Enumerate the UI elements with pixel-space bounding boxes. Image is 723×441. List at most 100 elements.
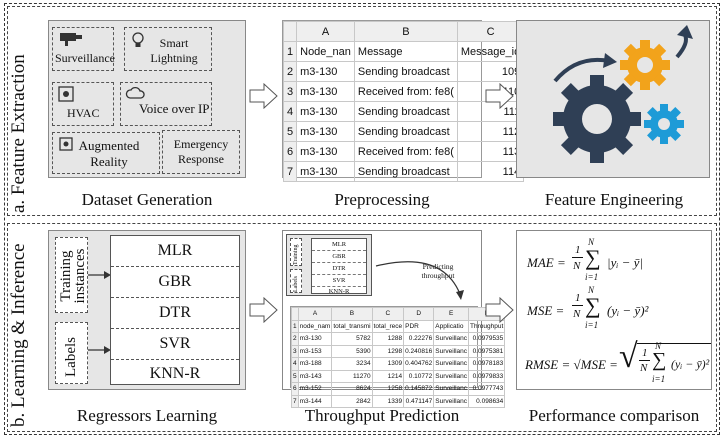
table-cell: 1309 (371, 357, 405, 371)
sum-bottom: i=1 (585, 272, 599, 282)
mse-lhs: MSE = (527, 303, 565, 318)
table-cell: PDR (403, 319, 435, 333)
row-number-cell: 3 (282, 81, 298, 102)
mini-model-diagram: Training Labels MLR GBR DTR SVR KNN-R (286, 234, 372, 296)
table-cell: Sending broadcast (353, 101, 458, 122)
regressor-gbr: GBR (111, 267, 239, 298)
table-cell: Sending broadcast (353, 61, 458, 82)
table-cell: 114 (456, 161, 525, 182)
mse-term: (yᵢ − ȳ)² (607, 303, 649, 318)
sum-symbol: ∑ (585, 245, 601, 270)
table-cell: m3-130 (297, 332, 333, 346)
sum-top: N (588, 237, 595, 247)
table-cell: 0.22276 (403, 332, 435, 346)
table-cell: Applicatio (433, 319, 470, 333)
section-a-label: a. Feature Extraction (8, 54, 29, 213)
flow-arrow-2 (485, 83, 515, 109)
row-number-cell: 5 (282, 121, 298, 142)
bulb-icon (132, 32, 144, 47)
frac-den: N (573, 260, 581, 272)
table-cell: 112 (456, 121, 525, 142)
table-cell: 0.0977743 (468, 382, 506, 396)
table-cell: Message (353, 41, 458, 62)
outer-frame (4, 3, 720, 435)
mae-lhs: MAE = (527, 255, 566, 270)
augmented-reality-box: Augmented Reality (52, 132, 160, 174)
table-cell: 0.145872 (403, 382, 435, 396)
smart-lightning-label: Smart Lightning (150, 36, 198, 65)
table-cell: node_nam (297, 319, 333, 333)
frac-num: 1 (575, 292, 581, 304)
table-cell: 11270 (331, 369, 373, 383)
row-number-cell: 4 (291, 357, 299, 371)
input-arrows (88, 271, 111, 354)
table-cell: Surveillanc (433, 344, 470, 358)
emergency-response-label: Emergency Response (173, 137, 229, 166)
sum-top: N (588, 285, 595, 295)
table-cell: Surveillanc (433, 357, 470, 371)
table-cell: 109 (456, 61, 525, 82)
table-cell: Surveillanc (433, 332, 470, 346)
table-cell: m3-130 (296, 141, 355, 162)
training-instances-label: Training instances (58, 248, 88, 304)
section-b-label: b. Learning & Inference (8, 243, 29, 427)
table-cell: 0.10772 (403, 369, 435, 383)
surveillance-box: Surveillance (52, 27, 115, 71)
table-cell: Sending broadcast (353, 121, 458, 142)
table-cell: 8624 (331, 382, 373, 396)
sqrt-symbol: √ (619, 338, 638, 375)
table-cell: Received from: fe8( (353, 141, 458, 162)
table-cell: Surveillanc (433, 382, 470, 396)
voip-label: Voice over IP (139, 101, 210, 116)
col-header: A (296, 21, 355, 42)
table-cell: Sending broadcast (353, 161, 458, 182)
col-header: B (331, 307, 373, 321)
table-cell: 1258 (371, 382, 405, 396)
section-feature-extraction (7, 6, 717, 216)
mini-labels-box: Labels (290, 269, 302, 293)
throughput-caption: Throughput Prediction (304, 406, 460, 425)
mini-regressor-dtr: DTR (312, 263, 366, 275)
table-cell: 3234 (331, 357, 373, 371)
gears-icon (553, 25, 693, 163)
frac-den: N (640, 362, 648, 374)
table-cell: m3-152 (297, 382, 333, 396)
smart-lightning-box: Smart Lightning (124, 27, 212, 71)
table-cell: m3-188 (297, 357, 333, 371)
row-number-cell: 7 (282, 161, 298, 182)
table-cell: Message_id (456, 41, 525, 62)
training-instances-box: Training instances (55, 237, 88, 313)
regressor-dtr: DTR (111, 298, 239, 329)
table-cell: 2842 (331, 394, 373, 408)
table-cell: m3-130 (296, 101, 355, 122)
performance-caption: Performance comparison (528, 406, 700, 425)
preprocessing-caption: Preprocessing (334, 190, 430, 209)
mae-term: |yᵢ − ȳ| (607, 255, 644, 270)
mini-regressor-stack: MLR GBR DTR SVR KNN-R (311, 238, 367, 295)
col-header: C (456, 21, 525, 42)
table-cell: 1288 (371, 332, 405, 346)
table-cell: m3-130 (296, 61, 355, 82)
frac-num: 1 (642, 347, 648, 359)
cloud-phone-icon (125, 86, 145, 99)
col-header: B (353, 21, 458, 42)
table-cell: m3-130 (296, 121, 355, 142)
col-header: E (433, 307, 470, 321)
performance-panel: MAE = 1 N N ∑ i=1 |yᵢ − ȳ| MSE = 1 N N ∑… (516, 230, 712, 390)
ar-icon (59, 137, 73, 151)
rmse-lhs: RMSE = √MSE = (525, 357, 618, 372)
table-cell: Node_nan (296, 41, 355, 62)
table-cell: total_rece (371, 319, 405, 333)
mini-training-box: Training (290, 238, 302, 266)
frac-den: N (573, 308, 581, 320)
regressors-caption: Regressors Learning (76, 406, 218, 425)
